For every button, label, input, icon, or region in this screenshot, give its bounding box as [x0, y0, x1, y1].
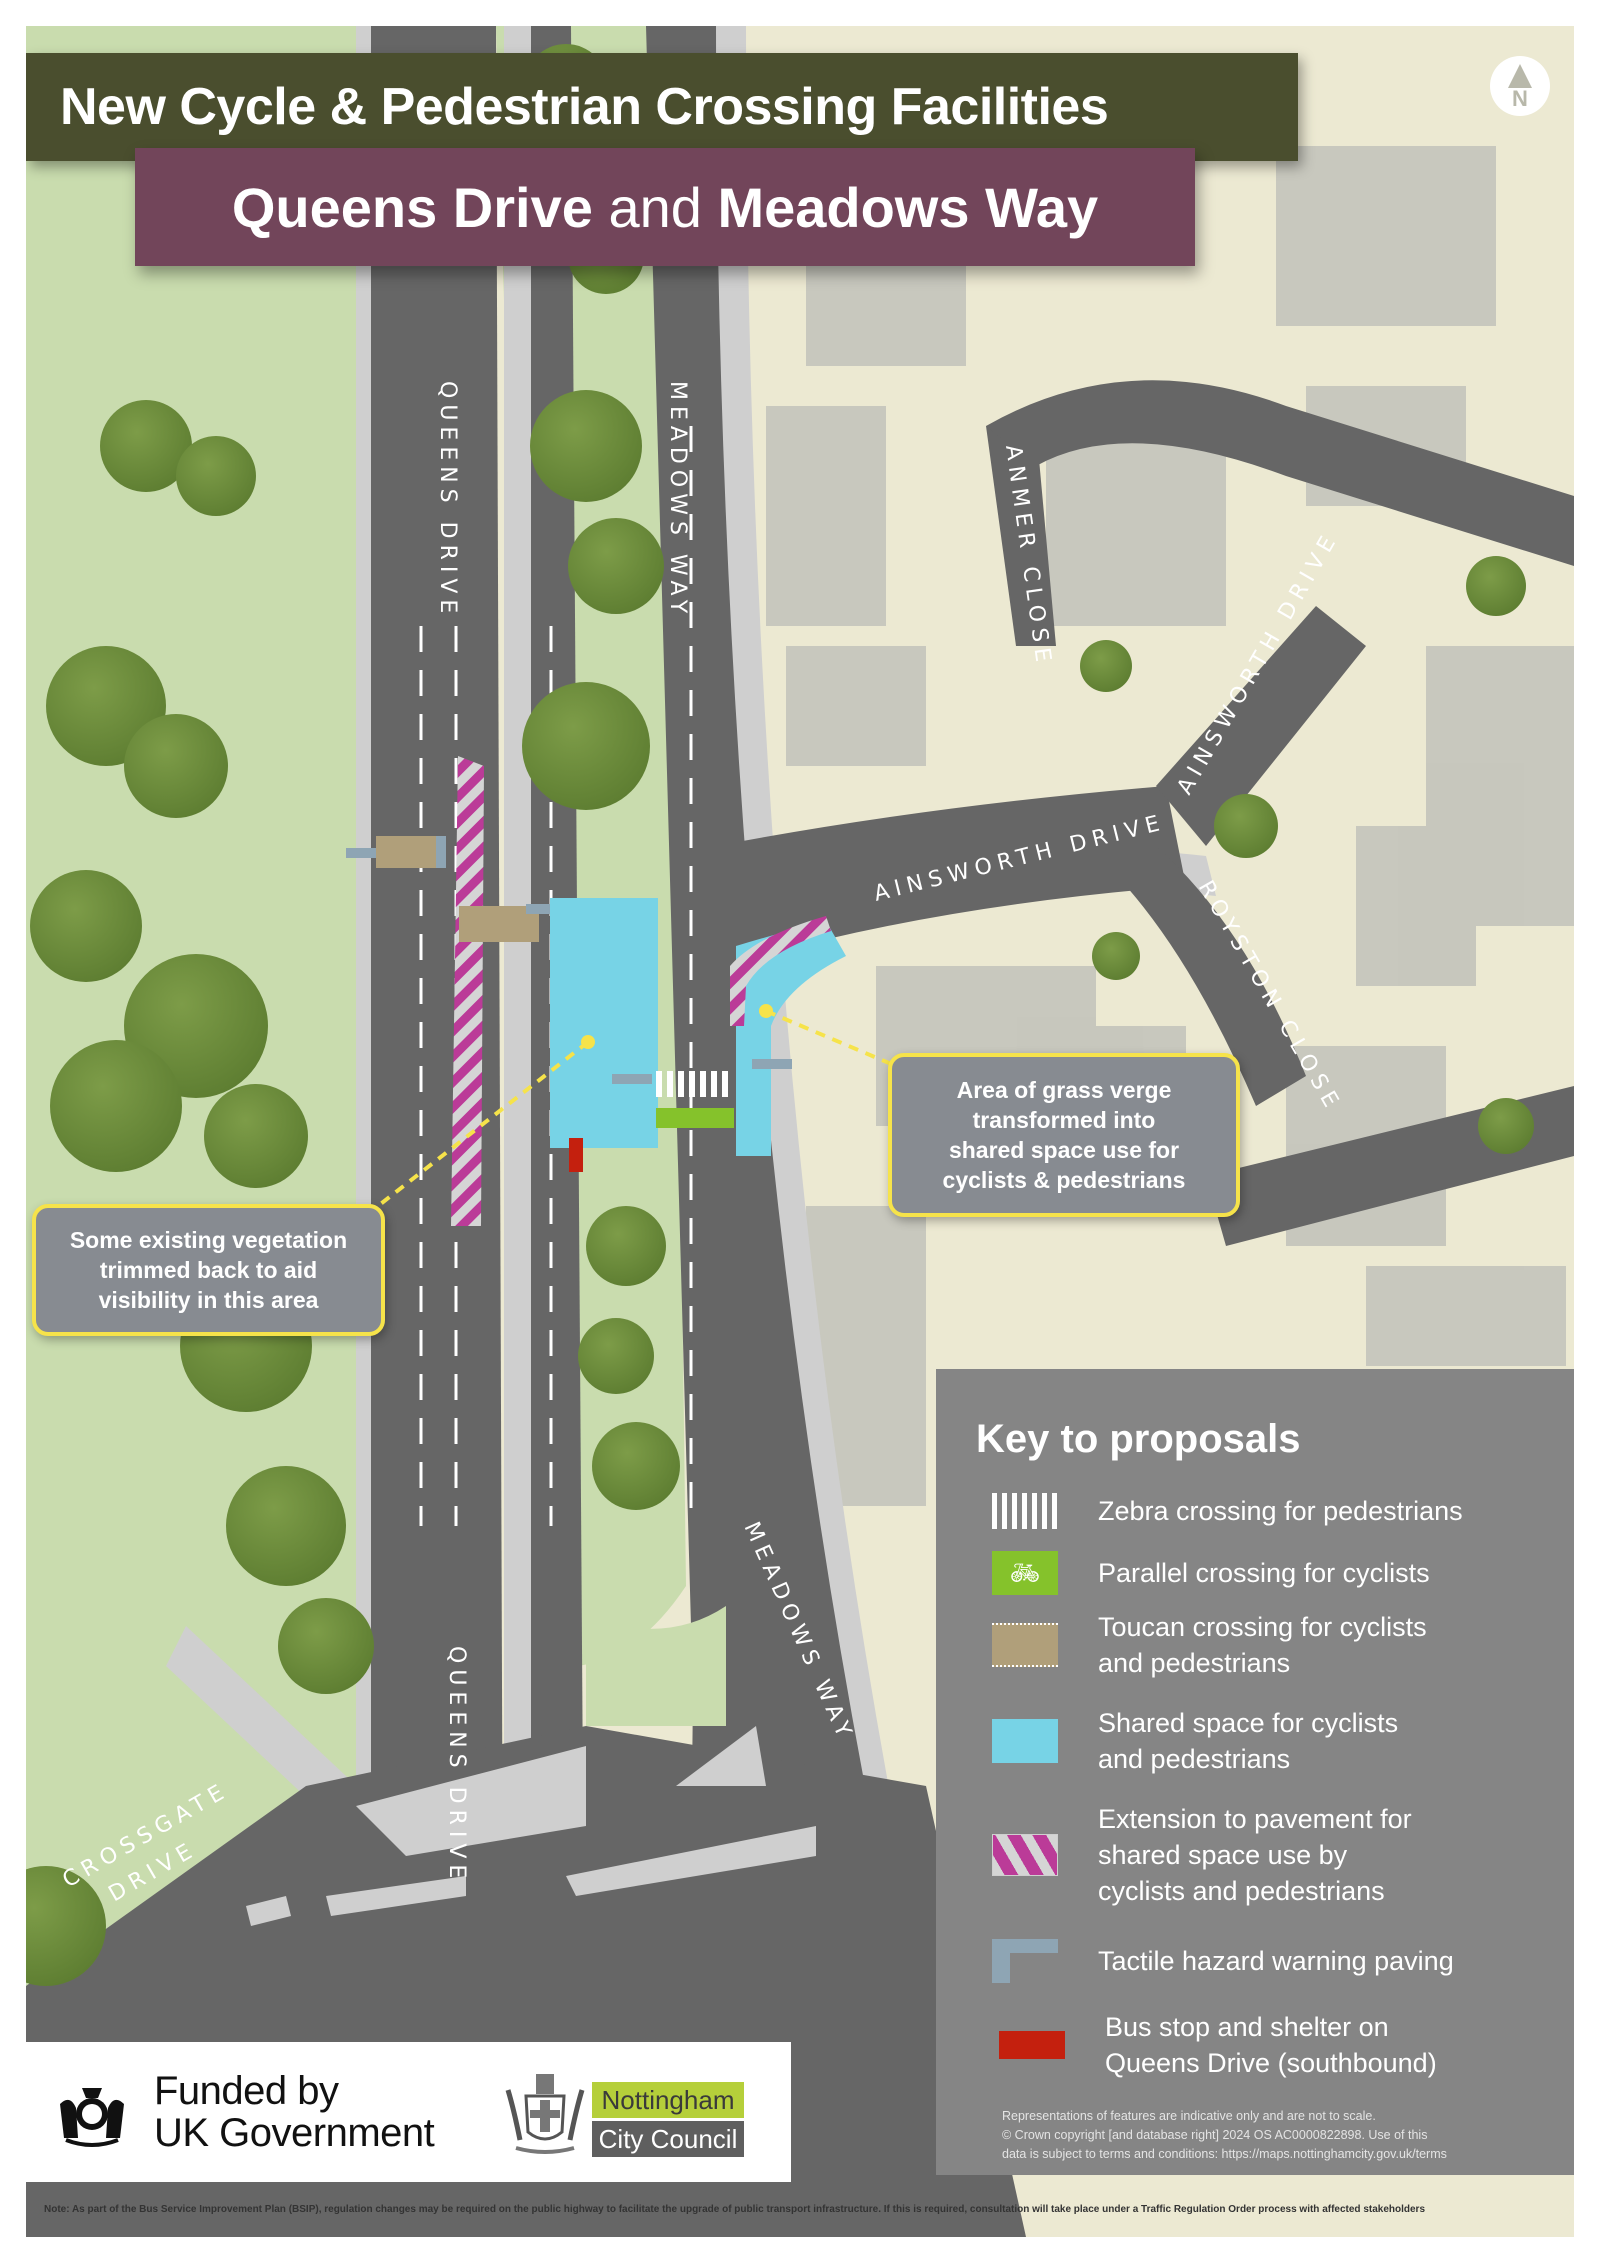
- subtitle-and: and: [592, 175, 718, 239]
- bus-stop-icon: [999, 2031, 1065, 2059]
- nottingham-crest-icon: [505, 2074, 585, 2154]
- title-banner: New Cycle & Pedestrian Crossing Faciliti…: [26, 53, 1298, 161]
- zebra-crossing-icon: [992, 1493, 1058, 1529]
- legend-item-parallel: 🚲︎ Parallel crossing for cyclists: [992, 1551, 1552, 1595]
- legend-title: Key to proposals: [976, 1417, 1301, 1461]
- map-poster: QUEENS DRIVE MEADOWS WAY ANMER CLOSE AIN…: [26, 26, 1574, 2237]
- toucan-crossing-icon: [992, 1623, 1058, 1667]
- subtitle-banner: Queens Drive and Meadows Way: [135, 148, 1195, 266]
- legend-item-toucan: Toucan crossing for cyclists and pedestr…: [992, 1609, 1552, 1681]
- street-label-meadows-way-north: MEADOWS WAY: [665, 381, 690, 619]
- royal-coat-of-arms-icon: [60, 2088, 124, 2147]
- page-title: New Cycle & Pedestrian Crossing Faciliti…: [60, 78, 1109, 136]
- map-canvas: QUEENS DRIVE MEADOWS WAY ANMER CLOSE AIN…: [26, 26, 1574, 2237]
- bsip-footnote: Note: As part of the Bus Service Improve…: [44, 2204, 1426, 2215]
- legend-item-bus-stop: Bus stop and shelter on Queens Drive (so…: [992, 2009, 1552, 2081]
- legend-disclaimer: Representations of features are indicati…: [1002, 2109, 1447, 2161]
- legend-item-zebra: Zebra crossing for pedestrians: [992, 1493, 1552, 1529]
- callout-grass-verge: Area of grass verge transformed into sha…: [888, 1053, 1240, 1217]
- street-label-queens-drive-north: QUEENS DRIVE: [435, 381, 460, 619]
- subtitle-meadows-way: Meadows Way: [717, 175, 1099, 239]
- shared-space-icon: [992, 1719, 1058, 1763]
- street-label-queens-drive-south: QUEENS DRIVE: [444, 1646, 469, 1884]
- bicycle-icon: 🚲︎: [992, 1551, 1058, 1595]
- council-name-line1: Nottingham: [592, 2082, 744, 2118]
- funded-by-uk-government: Funded by UK Government: [154, 2069, 435, 2155]
- legend-item-tactile: Tactile hazard warning paving: [992, 1939, 1552, 1983]
- legend-item-shared: Shared space for cyclists and pedestrian…: [992, 1705, 1552, 1777]
- council-name-line2: City Council: [592, 2121, 744, 2157]
- legend-panel: Key to proposals Zebra crossing for pede…: [936, 1369, 1574, 2175]
- pavement-extension-icon: [992, 1834, 1058, 1876]
- north-arrow-icon: N: [1490, 56, 1550, 116]
- callout-vegetation: Some existing vegetation trimmed back to…: [32, 1204, 385, 1336]
- funding-logos: Funded by UK Government Nottingham City …: [26, 2042, 791, 2182]
- tactile-paving-icon: [992, 1939, 1058, 1983]
- legend-item-extension: Extension to pavement for shared space u…: [992, 1801, 1552, 1909]
- subtitle-queens-drive: Queens Drive: [231, 175, 593, 239]
